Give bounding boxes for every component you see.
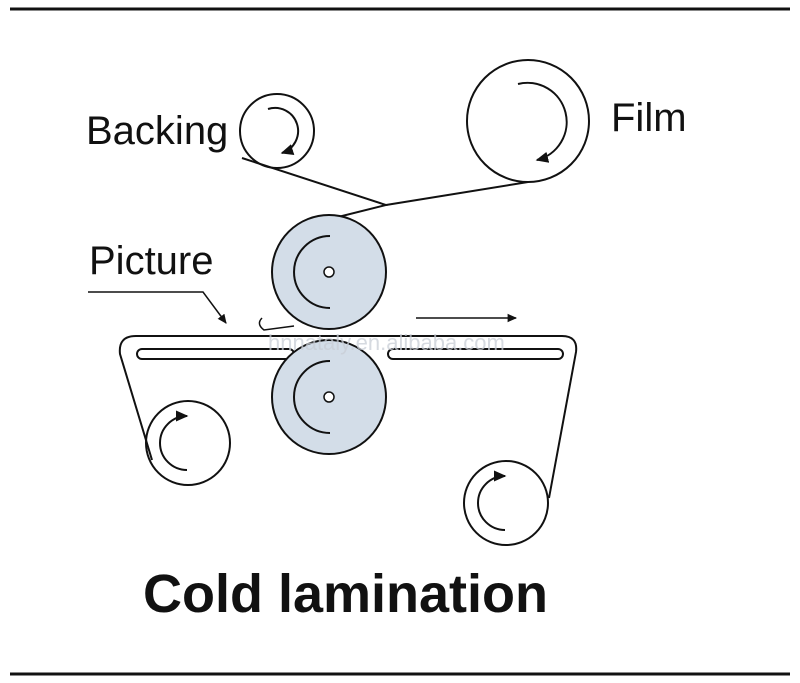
rotation-arrow-icon — [477, 470, 507, 531]
roller-arc-icon — [293, 235, 331, 309]
label-film: Film — [611, 96, 687, 140]
top-pressure-roller — [271, 214, 387, 330]
bottom-pressure-roller — [271, 339, 387, 455]
picture-sheet — [258, 317, 295, 331]
left-lower-roller — [145, 400, 231, 486]
conveyor-belt-loop — [118, 335, 578, 499]
label-backing: Backing — [86, 109, 228, 153]
roller-arc-icon — [293, 360, 331, 434]
film-roll — [466, 59, 590, 183]
film-web-line — [385, 181, 529, 206]
backing-roll — [239, 93, 315, 169]
watermark: hnnataly.en.alibaba.com — [268, 330, 505, 355]
roller-axle — [323, 266, 335, 278]
backing-web-line — [241, 157, 390, 223]
picture-leader-line — [88, 291, 227, 324]
rotation-arrow-icon — [159, 410, 189, 471]
right-lower-roller — [463, 460, 549, 546]
rotation-arrow-icon — [517, 81, 568, 163]
label-picture: Picture — [89, 239, 214, 283]
roller-axle — [323, 391, 335, 403]
diagram-title: Cold lamination — [143, 564, 548, 624]
rotation-arrow-icon — [267, 106, 300, 155]
delivery-table — [387, 348, 564, 360]
